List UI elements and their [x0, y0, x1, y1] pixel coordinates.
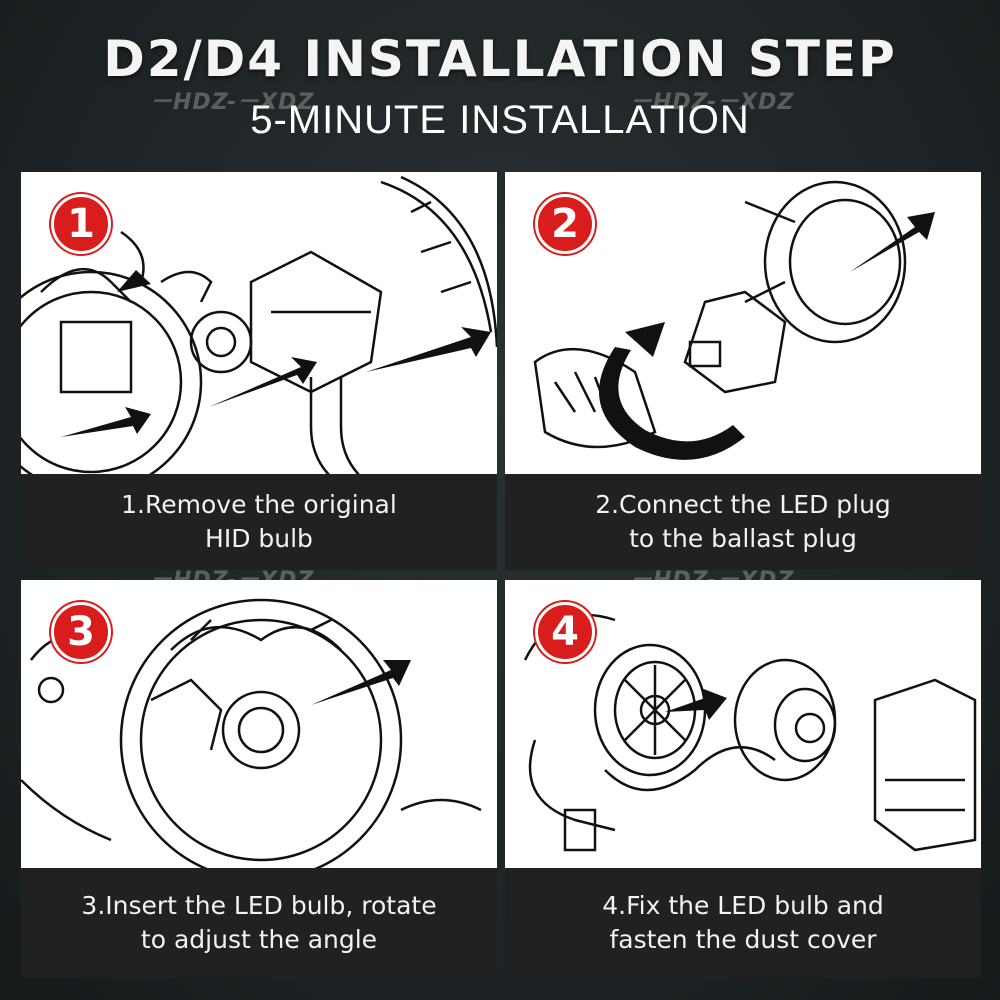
- header: D2/D4 INSTALLATION STEP 5-MINUTE INSTALL…: [0, 0, 1000, 160]
- step-caption: 4.Fix the LED bulb and fasten the dust c…: [505, 868, 981, 978]
- step-number-badge: 2: [535, 194, 595, 254]
- step-2-illustration: [533, 180, 935, 460]
- page-subtitle: 5-MINUTE INSTALLATION: [250, 98, 750, 142]
- step-panel-3: 3 3.Insert the LED bulb, rotate to adjus…: [21, 580, 497, 978]
- step-number-badge: 3: [51, 602, 111, 662]
- step-caption-text: 1.Remove the original HID bulb: [121, 490, 397, 553]
- step-3-illustration: [21, 598, 482, 870]
- step-number-badge: 1: [51, 194, 111, 254]
- watermark-logo: ㄧHDZ-ㄧXDZ: [150, 90, 315, 115]
- step-1-illustration: [21, 175, 497, 474]
- watermark-logo: ㄧHDZ-ㄧXDZ: [630, 90, 795, 115]
- step-4-illustration: [523, 613, 977, 852]
- step-caption-text: 3.Insert the LED bulb, rotate to adjust …: [81, 891, 437, 954]
- step-caption-text: 4.Fix the LED bulb and fasten the dust c…: [602, 891, 884, 954]
- step-panel-1: 1 1.Remove the original HID bulb: [21, 172, 497, 570]
- step-caption-text: 2.Connect the LED plug to the ballast pl…: [595, 490, 891, 553]
- step-caption: 3.Insert the LED bulb, rotate to adjust …: [21, 868, 497, 978]
- step-caption: 2.Connect the LED plug to the ballast pl…: [505, 474, 981, 570]
- step-panel-2: 2 2.Connect the LED plug to the ballast …: [505, 172, 981, 570]
- step-number-badge: 4: [535, 602, 595, 662]
- step-panel-4: 4 4.Fix the LED bulb and fasten the dust…: [505, 580, 981, 978]
- step-caption: 1.Remove the original HID bulb: [21, 474, 497, 570]
- page-title: D2/D4 INSTALLATION STEP: [103, 30, 897, 88]
